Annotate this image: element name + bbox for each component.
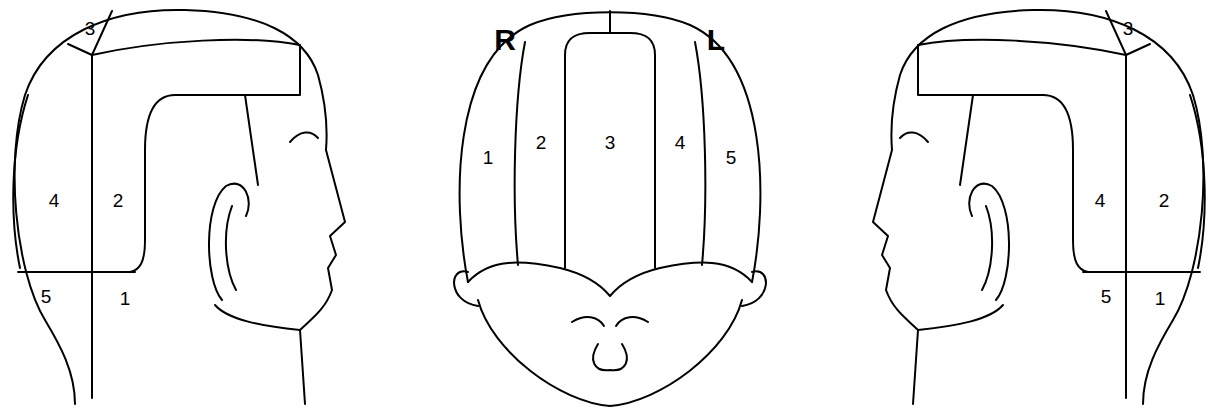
region-number: 1 [120,289,131,308]
region-number: 1 [1155,289,1166,308]
region-number: 3 [1123,19,1134,38]
region-number: 5 [41,287,52,306]
side-marker: R [494,25,516,55]
region-number: 3 [85,19,96,38]
left-side-view [873,10,1205,404]
region-number: 2 [113,191,124,210]
region-number: 3 [605,133,616,152]
region-number: 4 [1095,191,1106,210]
region-number: 5 [726,148,737,167]
region-number: 4 [49,191,60,210]
region-number: 1 [483,148,494,167]
region-number: 5 [1101,287,1112,306]
right-side-view [13,10,345,404]
region-number: 2 [1159,191,1170,210]
side-marker: L [707,25,725,55]
top-view [454,11,766,406]
region-number: 4 [675,133,686,152]
region-number: 2 [536,133,547,152]
